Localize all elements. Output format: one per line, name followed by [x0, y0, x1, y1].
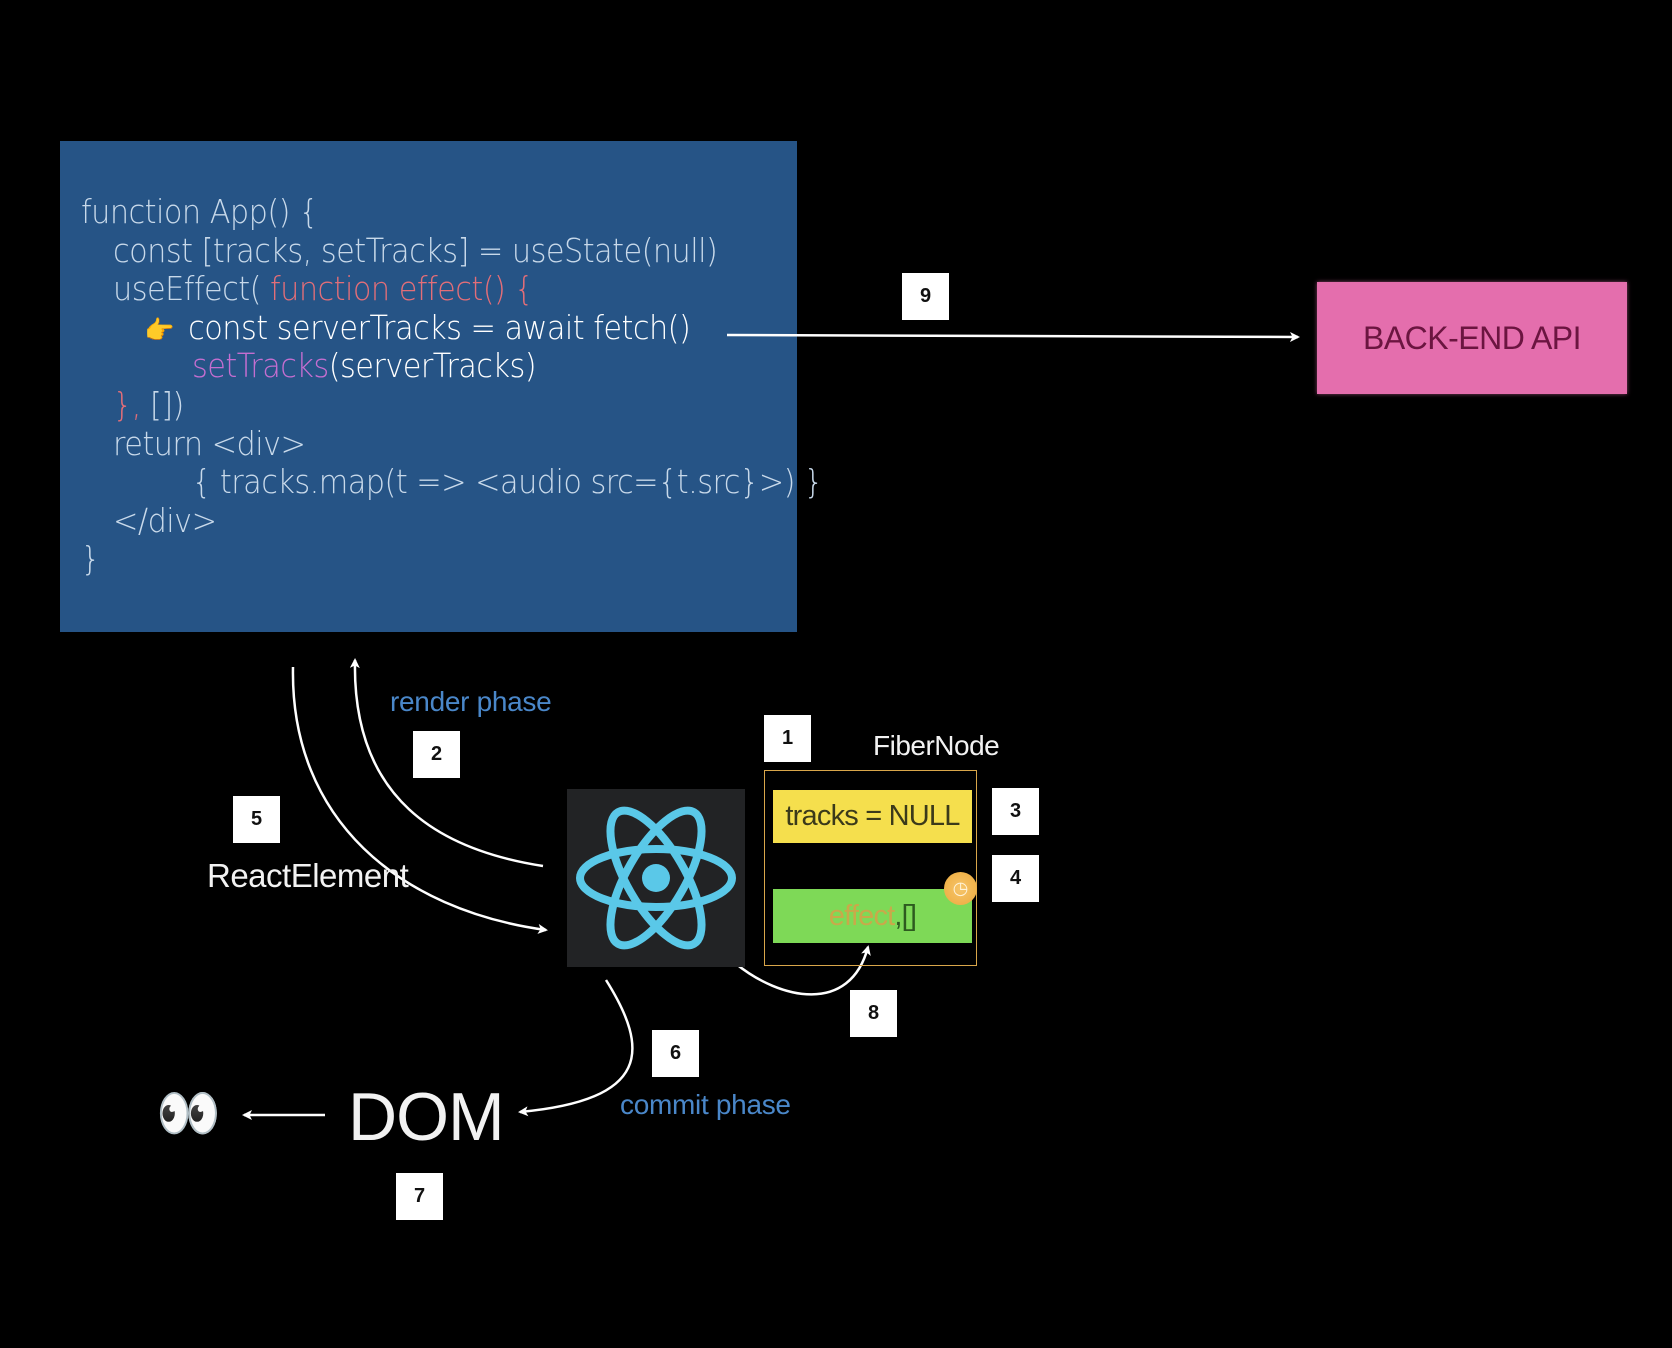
commit-phase-label: commit phase — [620, 1089, 791, 1120]
code-token: </div> — [113, 500, 217, 540]
code-line: return <div> — [113, 423, 306, 463]
state-hook-slot: tracks = NULL — [773, 790, 972, 843]
code-line: const [tracks, setTracks] = useState(nul… — [113, 230, 718, 270]
step-badge-6: 6 — [652, 1030, 699, 1077]
react-atom-icon — [576, 806, 736, 950]
clock-glyph: ◷ — [952, 878, 969, 898]
code-line: useEffect( function effect() { — [113, 269, 534, 309]
step-badge-3: 3 — [992, 788, 1039, 835]
code-line: } — [81, 540, 100, 578]
code-token: } — [81, 539, 100, 579]
effect-hook-slot: effect, [] — [773, 889, 972, 943]
code-line: }, []) — [113, 386, 184, 424]
code-token: const serverTracks = await fetch() — [188, 307, 691, 347]
pointing-hand-icon: 👈 — [146, 315, 176, 346]
code-token: { tracks.map(t => <audio src={t.src}>) } — [192, 462, 823, 502]
step-badge-2: 2 — [413, 731, 460, 778]
effect-hook-fn: effect — [828, 899, 895, 932]
step-badge-9: 9 — [902, 273, 949, 320]
step-badge-4: 4 — [992, 855, 1039, 902]
eyes-icon: 👀 — [156, 1085, 221, 1143]
code-line: function App() { — [81, 193, 318, 231]
react-logo — [567, 789, 745, 967]
effect-hook-sep: , — [894, 899, 902, 932]
state-hook-value: tracks = NULL — [785, 800, 960, 832]
code-line: </div> — [113, 500, 217, 540]
code-token: const [tracks, setTracks] = useState(nul… — [113, 230, 718, 270]
step-badge-7: 7 — [396, 1173, 443, 1220]
fiber-node-label: FiberNode — [873, 730, 1000, 761]
code-token: []) — [149, 385, 184, 424]
arrow-fetch-to-api — [726, 331, 1300, 342]
step-badge-8: 8 — [850, 990, 897, 1037]
code-token: return <div> — [113, 423, 306, 463]
step-badge-1: 1 — [764, 715, 811, 762]
code-token: setTracks — [192, 346, 329, 386]
fiber-node-box — [764, 770, 977, 966]
code-line: 👈 const serverTracks = await fetch() — [146, 307, 691, 350]
code-token: function effect() { — [270, 269, 534, 309]
dom-label: DOM — [348, 1079, 505, 1155]
clock-icon: ◷ — [944, 872, 977, 905]
code-token: (serverTracks) — [328, 346, 537, 386]
code-token: }, — [113, 385, 150, 424]
effect-hook-deps: [] — [901, 899, 917, 932]
backend-api-box: BACK-END API — [1317, 282, 1627, 394]
render-phase-label: render phase — [390, 686, 552, 717]
arrow-commit-phase — [518, 979, 634, 1117]
code-line: setTracks(serverTracks) — [192, 346, 537, 386]
backend-api-label: BACK-END API — [1362, 319, 1582, 356]
code-token: useEffect( — [113, 269, 271, 309]
code-token: function App() { — [81, 192, 318, 231]
step-badge-5: 5 — [233, 796, 280, 843]
code-panel: function App() {const [tracks, setTracks… — [60, 141, 823, 632]
react-element-label: ReactElement — [207, 857, 409, 894]
code-line: { tracks.map(t => <audio src={t.src}>) } — [192, 463, 823, 501]
